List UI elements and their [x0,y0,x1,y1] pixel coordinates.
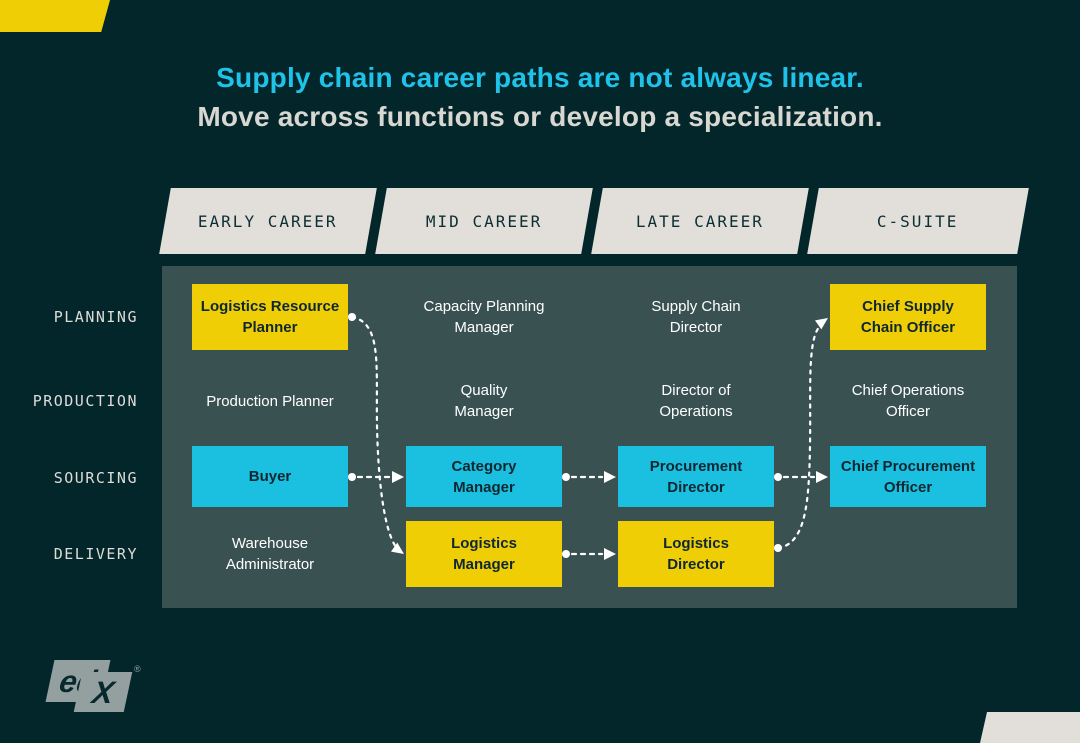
label-production-planner: Production Planner [206,392,334,410]
stage-header-label: LATE CAREER [636,211,764,231]
registered-trademark-icon: ® [134,664,141,674]
edx-logo: ed X ® [45,656,146,716]
box-logistics-resource-planner: Logistics Resource Planner [192,284,348,350]
row-label-planning: PLANNING [53,308,138,326]
page-title: Supply chain career paths are not always… [0,62,1080,133]
box-category-manager: Category Manager [406,446,562,507]
title-accent-line: Supply chain career paths are not always… [216,62,864,93]
label-capacity-planning-manager: Capacity Planning Manager [423,298,545,336]
label-quality-manager: Quality Manager [454,382,514,420]
label-warehouse-administrator: Warehouse Administrator [225,535,315,573]
label-chief-operations-officer: Chief Operations Officer [851,382,965,420]
row-label-sourcing: SOURCING [53,469,138,487]
row-label-delivery: DELIVERY [53,545,138,563]
stage-header-late-career: LATE CAREER [591,188,809,254]
title-secondary-line: Move across functions or develop a speci… [197,101,883,132]
stage-header-early-career: EARLY CAREER [159,188,377,254]
corner-accent-top-left [0,0,110,32]
box-procurement-director: Procurement Director [618,446,774,507]
stage-header-mid-career: MID CAREER [375,188,593,254]
stage-header-label: MID CAREER [425,211,543,231]
edx-logo-x-panel: X [73,672,133,712]
box-logistics-manager: Logistics Manager [406,521,562,587]
label-supply-chain-director: Supply Chain Director [651,298,741,336]
stage-header-label: EARLY CAREER [198,211,338,231]
edx-logo-x-text: X [89,674,117,710]
box-chief-supply-chain-officer: Chief Supply Chain Officer [830,284,986,350]
label-director-of-operations: Director of Operations [659,382,733,420]
box-buyer: Buyer [192,446,348,507]
row-label-production: PRODUCTION [32,392,138,410]
corner-accent-bottom-right [980,712,1080,743]
stage-header-c-suite: C-SUITE [807,188,1029,254]
box-chief-procurement-officer: Chief Procurement Officer [830,446,986,507]
stage-header-label: C-SUITE [877,211,959,231]
box-logistics-director: Logistics Director [618,521,774,587]
